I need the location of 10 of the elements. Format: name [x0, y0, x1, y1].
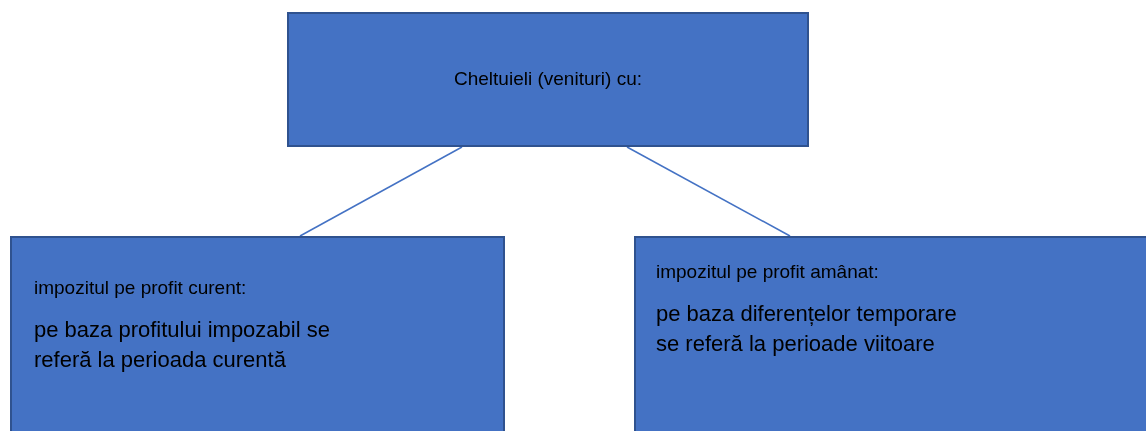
process-box	[287, 12, 809, 147]
process-box	[634, 236, 1146, 431]
box-description: pe baza profitului impozabil se referă la perioada curentă	[34, 315, 331, 374]
box-description: pe baza diferențelor temporare se referă la perioade viitoare	[656, 299, 958, 358]
box-heading: impozitul pe profit curent:	[34, 276, 247, 300]
box-heading: impozitul pe profit amânat:	[656, 260, 879, 284]
process-box	[10, 236, 505, 431]
box-title: Cheltuieli (venituri) cu:	[454, 67, 642, 92]
connector-line	[299, 146, 463, 237]
connector-line	[626, 146, 791, 237]
